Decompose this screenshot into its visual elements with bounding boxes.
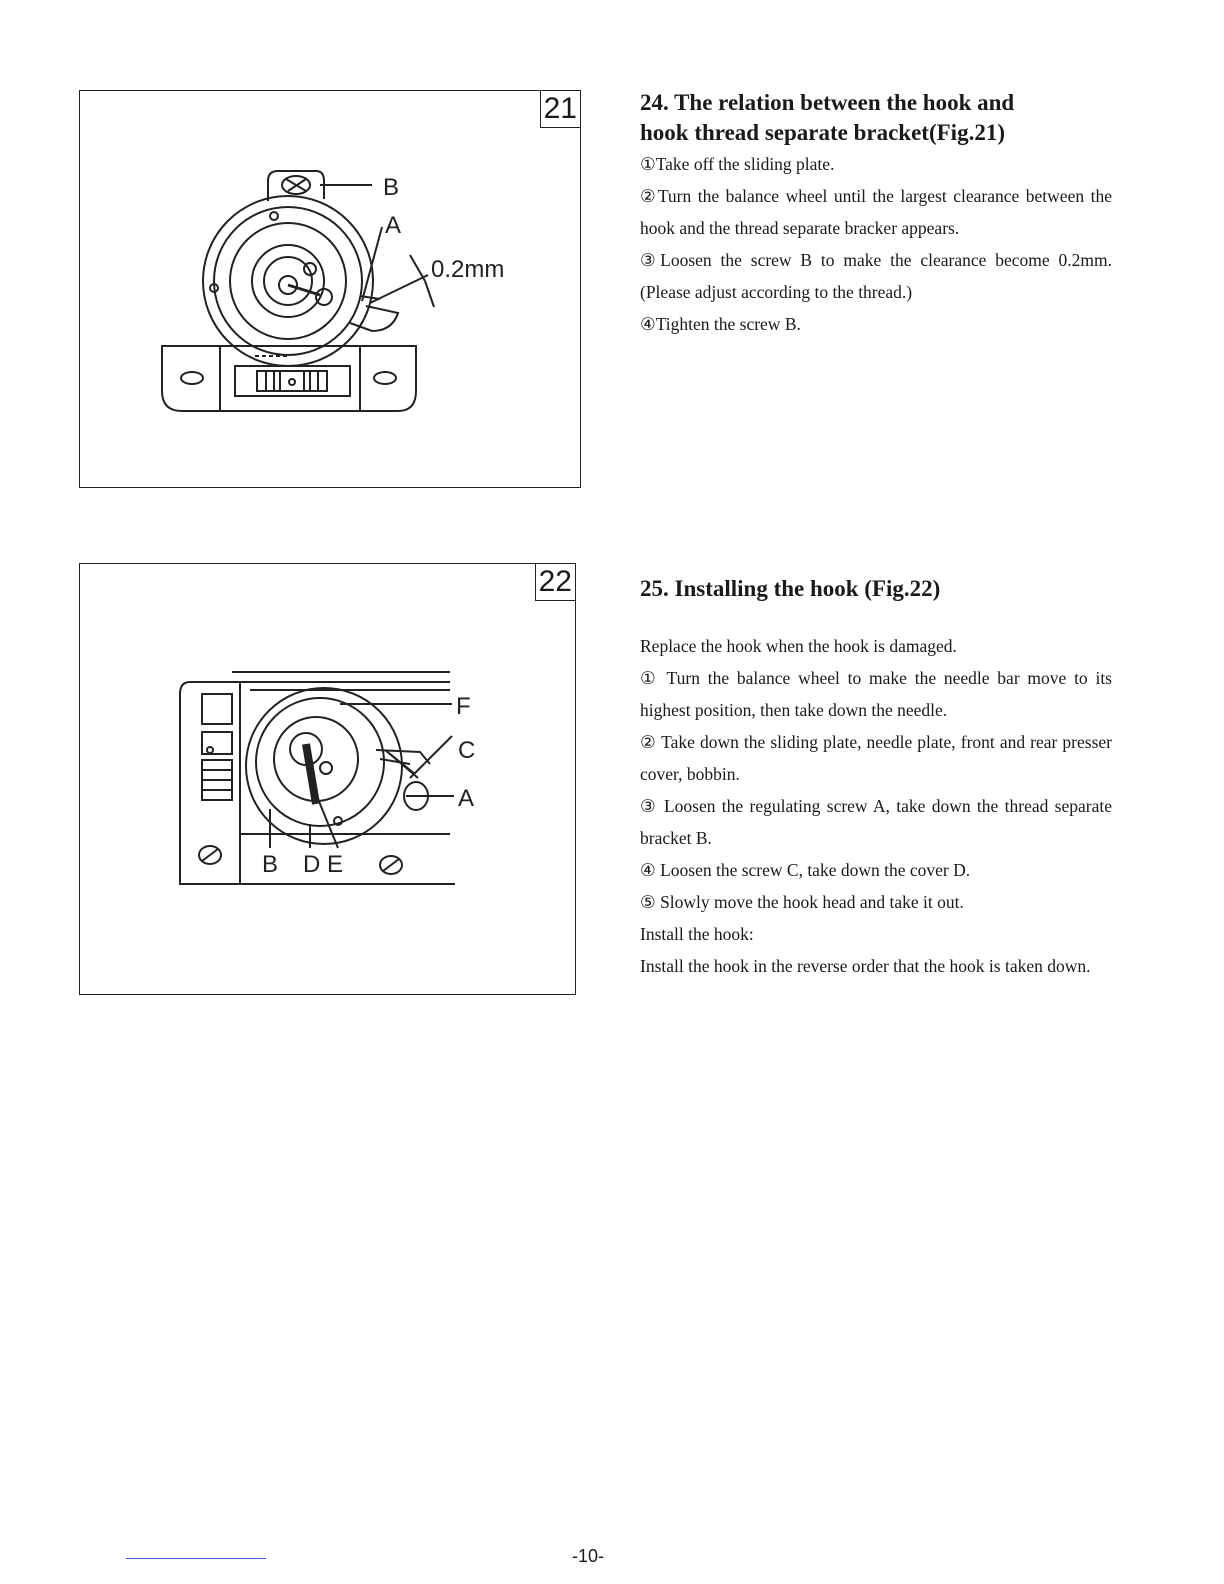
paragraph-step-5: ⑤ Slowly move the hook head and take it … xyxy=(640,892,964,912)
bobbin-center xyxy=(278,275,298,295)
footer-rule xyxy=(126,1558,266,1559)
paragraph-step-3: ③ Loosen the regulating screw A, take do… xyxy=(640,796,1112,848)
label-a: A xyxy=(458,785,474,812)
paragraph-install-text: Install the hook in the reverse order th… xyxy=(640,956,1091,976)
feed-block xyxy=(179,681,241,885)
hook-installation-illustration: F C A B D E xyxy=(179,671,475,885)
base-hole-left xyxy=(180,371,204,385)
separate-bracket xyxy=(267,170,325,201)
label-c: C xyxy=(458,737,475,764)
step-4: ④Tighten the screw B. xyxy=(640,314,801,334)
page-number: -10- xyxy=(572,1546,605,1566)
base-plate xyxy=(161,345,417,412)
section-25: 25. Installing the hook (Fig.22) Replace… xyxy=(640,574,1112,982)
figure-21: 21 xyxy=(79,90,581,488)
base-hole-right xyxy=(373,371,397,385)
label-gap: 0.2mm xyxy=(431,256,504,283)
section-24-title-line1: 24. The relation between the hook and xyxy=(640,90,1015,115)
label-f: F xyxy=(456,693,471,720)
section-25-title: 25. Installing the hook (Fig.22) xyxy=(640,576,941,601)
hook-outer-ring xyxy=(202,195,374,367)
paragraph-step-4: ④ Loosen the screw C, take down the cove… xyxy=(640,860,971,880)
label-b: B xyxy=(383,174,399,201)
label-b: B xyxy=(262,851,278,878)
step-1: ①Take off the sliding plate. xyxy=(640,154,835,174)
section-24-title: 24. The relation between the hook and ho… xyxy=(640,88,1112,148)
hook-body xyxy=(245,687,403,845)
paragraph-step-2: ② Take down the sliding plate, needle pl… xyxy=(640,732,1112,784)
step-2: ②Turn the balance wheel until the larges… xyxy=(640,186,1112,238)
section-24: 24. The relation between the hook and ho… xyxy=(640,88,1112,340)
figure-22-number: 22 xyxy=(534,563,576,601)
label-de: D E xyxy=(303,851,343,878)
figure-22: 22 xyxy=(79,563,576,995)
section-24-title-line2: hook thread separate bracket(Fig.21) xyxy=(640,120,1005,145)
hook-bracket-illustration: B A 0.2mm xyxy=(161,170,504,412)
paragraph-intro: Replace the hook when the hook is damage… xyxy=(640,636,957,656)
step-3: ③Loosen the screw B to make the clearanc… xyxy=(640,250,1112,302)
label-a: A xyxy=(385,212,401,239)
paragraph-step-1: ① Turn the balance wheel to make the nee… xyxy=(640,668,1112,720)
paragraph-install-heading: Install the hook: xyxy=(640,924,754,944)
figure-21-number: 21 xyxy=(539,90,581,128)
